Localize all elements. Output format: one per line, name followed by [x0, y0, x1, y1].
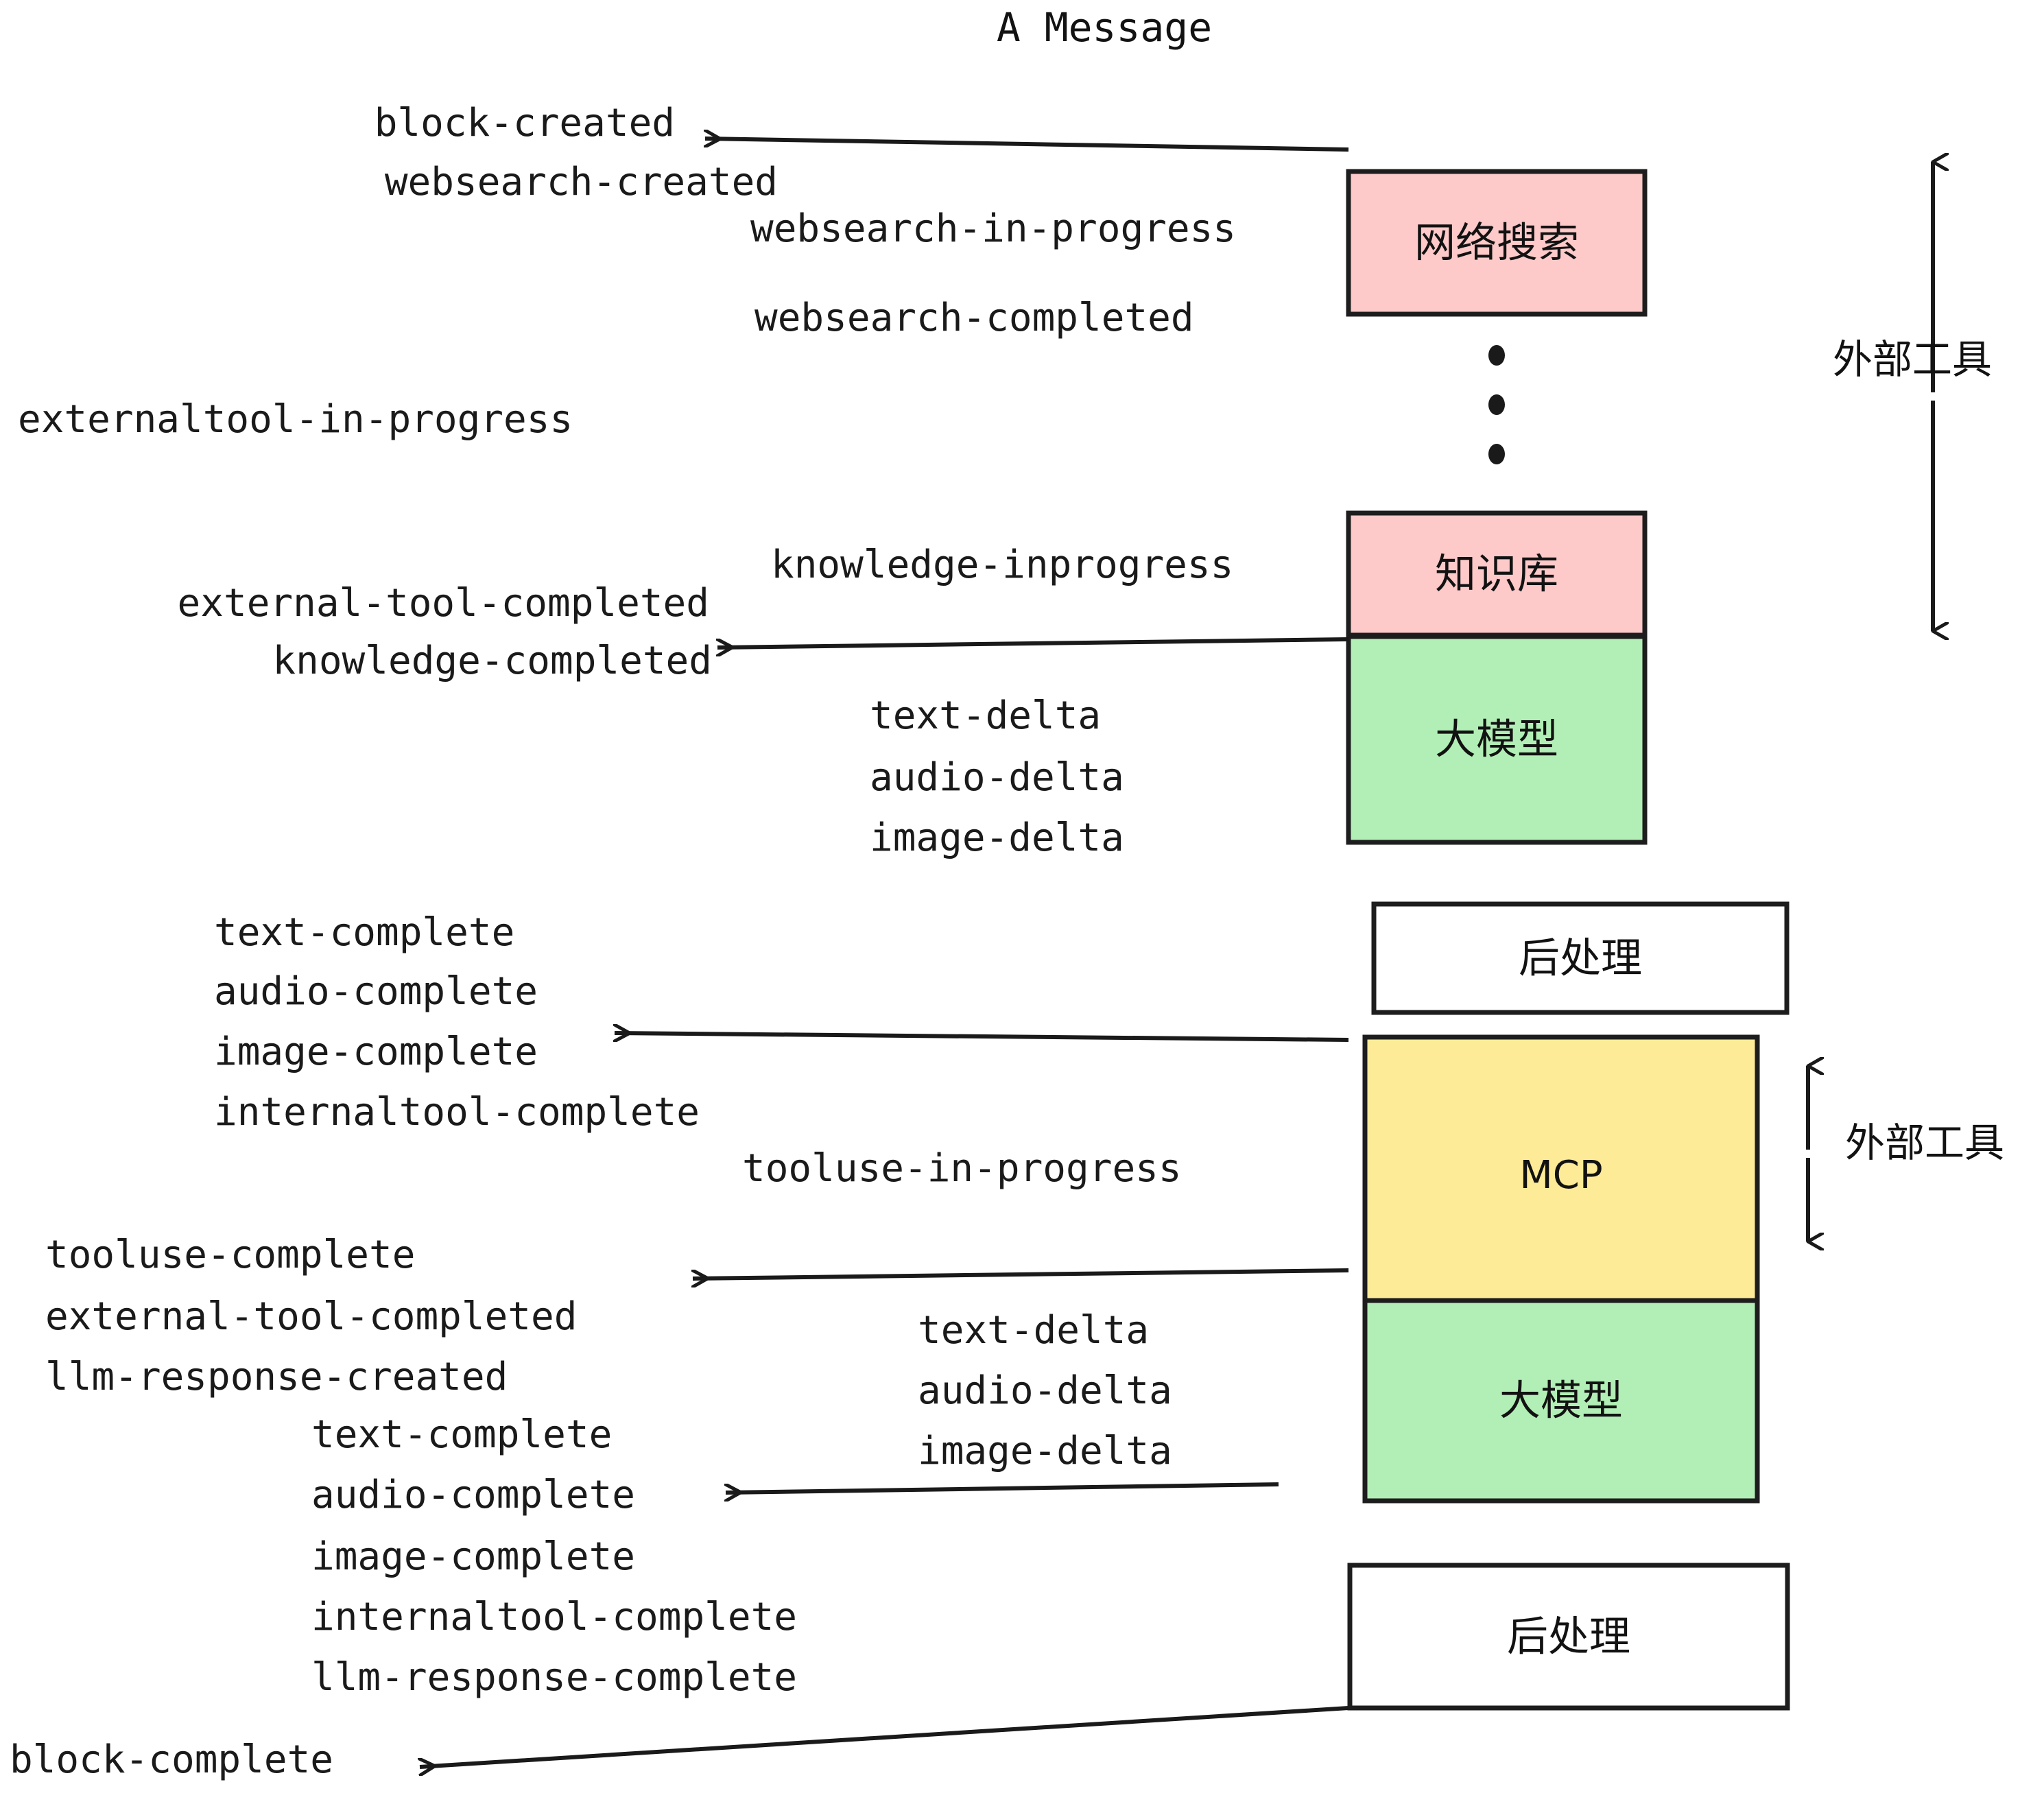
- box-knowledge-label: 知识库: [1435, 551, 1558, 599]
- box-postprocess-1-label: 后处理: [1519, 935, 1642, 983]
- event-labels: block-createdwebsearch-createdwebsearch-…: [10, 101, 1236, 1782]
- box-postprocess-1-rect: [1371, 901, 1790, 1015]
- arrow-websearch-created: [705, 139, 1349, 152]
- event-websearch-completed: websearch-completed: [754, 296, 1194, 340]
- box-postprocess-2[interactable]: 后处理: [1347, 1563, 1790, 1711]
- event-websearch-created: websearch-created: [385, 160, 778, 204]
- event-knowledge-completed: knowledge-completed: [272, 639, 712, 683]
- external-tools-top-label: 外部工具: [1833, 336, 1992, 383]
- event-image-complete-2: image-complete: [311, 1534, 635, 1579]
- external-tools-bottom-label: 外部工具: [1845, 1119, 2004, 1166]
- event-image-delta-2: image-delta: [918, 1429, 1172, 1473]
- box-llm-1-rect: [1346, 634, 1648, 845]
- box-websearch-label: 网络搜索: [1414, 219, 1579, 268]
- event-audio-delta-1: audio-delta: [870, 755, 1124, 800]
- flow-arrows: [420, 139, 1349, 1767]
- event-image-complete-1: image-complete: [214, 1030, 538, 1074]
- arrow-image-complete: [615, 1033, 1349, 1040]
- box-postprocess-2-label: 后处理: [1507, 1613, 1630, 1661]
- event-text-delta-2: text-delta: [918, 1308, 1149, 1353]
- event-block-created: block-created: [375, 101, 675, 145]
- event-text-complete-2: text-complete: [311, 1412, 612, 1457]
- ellipsis-dot-1: [1488, 345, 1505, 366]
- box-knowledge[interactable]: 知识库: [1346, 510, 1648, 638]
- external-tools-top: 外部工具: [1833, 162, 1992, 631]
- event-external-tool-completed-2: external-tool-completed: [45, 1294, 577, 1339]
- box-mcp-label: MCP: [1519, 1153, 1602, 1198]
- event-audio-complete-1: audio-complete: [214, 969, 538, 1014]
- ellipsis-dots: [1488, 345, 1505, 464]
- event-text-delta-1: text-delta: [870, 693, 1101, 738]
- event-llm-response-created: llm-response-created: [45, 1355, 508, 1399]
- box-websearch-rect: [1346, 169, 1648, 317]
- box-llm-2-rect: [1362, 1298, 1760, 1504]
- box-llm-2[interactable]: 大模型: [1362, 1298, 1760, 1504]
- event-audio-complete-2: audio-complete: [311, 1473, 635, 1517]
- box-llm-1-label: 大模型: [1435, 716, 1558, 764]
- box-llm-1[interactable]: 大模型: [1346, 634, 1648, 845]
- event-knowledge-inprogress: knowledge-inprogress: [771, 543, 1233, 587]
- event-text-complete-1: text-complete: [214, 910, 514, 955]
- page-title: A Message: [997, 4, 1212, 51]
- arrow-knowledge-completed: [717, 637, 1349, 648]
- event-external-tool-completed: external-tool-completed: [178, 581, 709, 626]
- box-mcp[interactable]: MCP: [1362, 1034, 1760, 1316]
- box-knowledge-rect: [1346, 510, 1648, 638]
- event-image-delta-1: image-delta: [870, 816, 1124, 860]
- external-tools-bottom: 外部工具: [1806, 1066, 2004, 1242]
- box-postprocess-2-rect: [1347, 1563, 1790, 1711]
- box-llm-2-label: 大模型: [1499, 1377, 1623, 1425]
- event-internaltool-complete-2: internaltool-complete: [311, 1595, 797, 1639]
- event-externaltool-in-progress: externaltool-in-progress: [18, 397, 573, 442]
- arrow-audio-complete: [726, 1482, 1279, 1493]
- ellipsis-dot-3: [1488, 444, 1505, 464]
- event-internaltool-complete-1: internaltool-complete: [214, 1090, 700, 1135]
- box-postprocess-1[interactable]: 后处理: [1371, 901, 1790, 1015]
- event-block-complete: block-complete: [10, 1737, 333, 1782]
- arrow-tooluse-complete: [693, 1268, 1349, 1279]
- event-audio-delta-2: audio-delta: [918, 1368, 1172, 1413]
- event-websearch-in-progress: websearch-in-progress: [750, 206, 1236, 251]
- event-tooluse-in-progress: tooluse-in-progress: [742, 1146, 1182, 1191]
- box-websearch[interactable]: 网络搜索: [1346, 169, 1648, 317]
- event-llm-response-complete: llm-response-complete: [311, 1655, 797, 1700]
- event-tooluse-complete: tooluse-complete: [45, 1233, 415, 1277]
- ellipsis-dot-2: [1488, 394, 1505, 415]
- arrow-block-complete: [420, 1706, 1349, 1767]
